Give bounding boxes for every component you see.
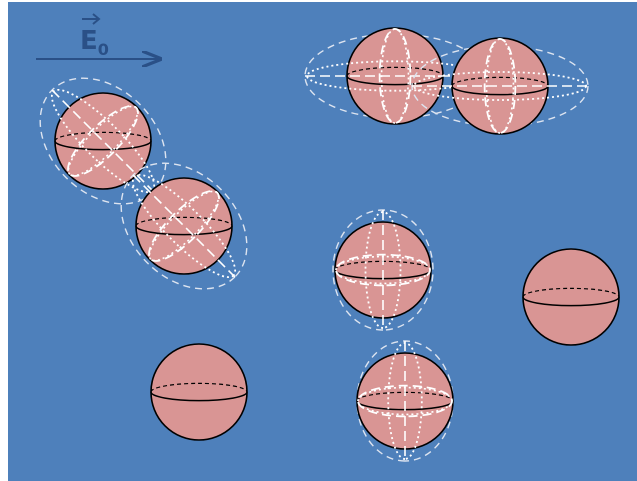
sphere-5 — [332, 209, 434, 331]
sphere-4-cross-guide — [485, 38, 515, 134]
sphere-6 — [150, 343, 248, 441]
sphere-3-equator-back — [346, 66, 444, 77]
sphere-2-meridian-guide — [148, 190, 220, 262]
sphere-1-axis-line — [51, 89, 155, 193]
sphere-1-equator-front — [54, 140, 152, 151]
sphere-2-equator-back — [135, 216, 233, 227]
sphere-4-meridian-guide — [483, 38, 517, 134]
sphere-7 — [522, 248, 620, 346]
field-indicator: E0 — [36, 13, 160, 59]
sphere-1 — [39, 77, 167, 205]
sphere-5-stretch-guide — [364, 211, 402, 329]
sphere-4-equator-front — [451, 85, 549, 96]
sphere-2-equator-front — [135, 225, 233, 236]
sphere-8 — [356, 340, 454, 462]
sphere-2-cross-guide — [148, 190, 220, 262]
field-subscript: 0 — [98, 40, 109, 59]
sphere-7-equator-front — [522, 296, 620, 307]
sphere-6-equator-front — [150, 391, 248, 402]
sphere-4-equator-back — [451, 76, 549, 87]
field-label: E0 — [80, 26, 109, 59]
sphere-7-equator-back — [522, 287, 620, 298]
sphere-2 — [120, 162, 248, 290]
vector-arrowhead-icon — [92, 13, 101, 25]
spheres-layer — [39, 27, 620, 462]
sphere-7-body — [522, 248, 620, 346]
sphere-4 — [411, 37, 589, 135]
field-symbol: E — [80, 26, 98, 56]
sphere-1-equator-back — [54, 131, 152, 142]
sphere-3-equator-front — [346, 75, 444, 86]
sphere-2-axis-line — [132, 174, 236, 278]
sphere-1-cross-guide — [67, 105, 139, 177]
sphere-6-body — [150, 343, 248, 441]
sphere-6-equator-back — [150, 382, 248, 393]
sphere-1-meridian-guide — [67, 105, 139, 177]
